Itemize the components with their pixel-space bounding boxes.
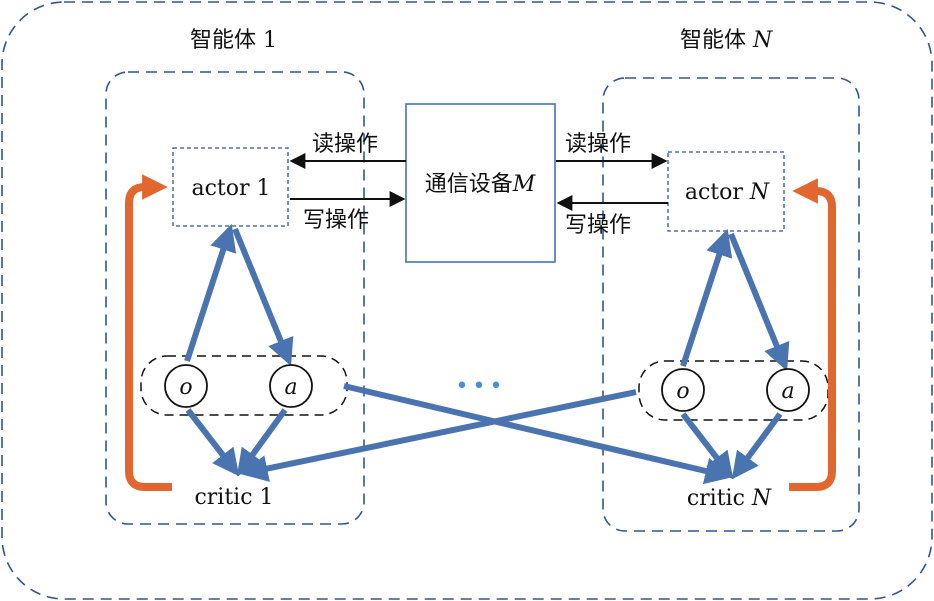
obs-label-n: o: [676, 379, 689, 404]
arrow-actor1-to-act1: [232, 227, 294, 366]
write-label-agent-n: 写操作: [565, 213, 631, 238]
actor-1-label: actor 1: [191, 176, 270, 201]
actor-n-label: actor N: [685, 180, 770, 205]
obs-circle-1: [164, 364, 208, 408]
agent-n-title: 智能体 N: [680, 28, 773, 53]
critic-n-label: critic N: [687, 486, 772, 511]
arrow-actorn-to-actn: [728, 232, 790, 371]
agent-n-box: [602, 77, 860, 532]
write-label-agent-1: 写操作: [303, 208, 369, 233]
obs-circle-n: [661, 368, 705, 412]
arrow-obsn-to-actorn: [680, 228, 733, 367]
actor-1-box: [172, 147, 289, 227]
act-circle-1: [269, 364, 313, 408]
feedback-arrow-criticn-to-actorn: [789, 178, 836, 491]
act-circle-n: [766, 368, 810, 412]
read-label-agent-n: 读操作: [565, 132, 631, 157]
agent-1-box: [105, 71, 365, 525]
comm-device-box: [405, 103, 556, 263]
arrow-obs1-to-critic1: [185, 408, 240, 477]
comm-device-label: 通信设备M: [425, 172, 536, 197]
arrow-obs1-to-actor1: [184, 223, 237, 362]
critic-1-label: critic 1: [194, 485, 273, 510]
agent-1-title: 智能体 1: [190, 28, 277, 53]
arrow-act1-to-criticn: [343, 383, 733, 485]
read-label-agent-1: 读操作: [312, 132, 378, 157]
act-label-n: a: [781, 379, 794, 404]
arrow-act1-to-critic1: [236, 408, 288, 477]
agents-ellipsis: •••: [456, 374, 507, 399]
arrow-obsn-to-critic1: [240, 389, 637, 482]
act-label-1: a: [284, 375, 297, 400]
arrow-actn-to-criticn: [731, 412, 783, 480]
feedback-arrow-critic1-to-actor1: [125, 174, 172, 491]
obs-label-1: o: [179, 375, 192, 400]
